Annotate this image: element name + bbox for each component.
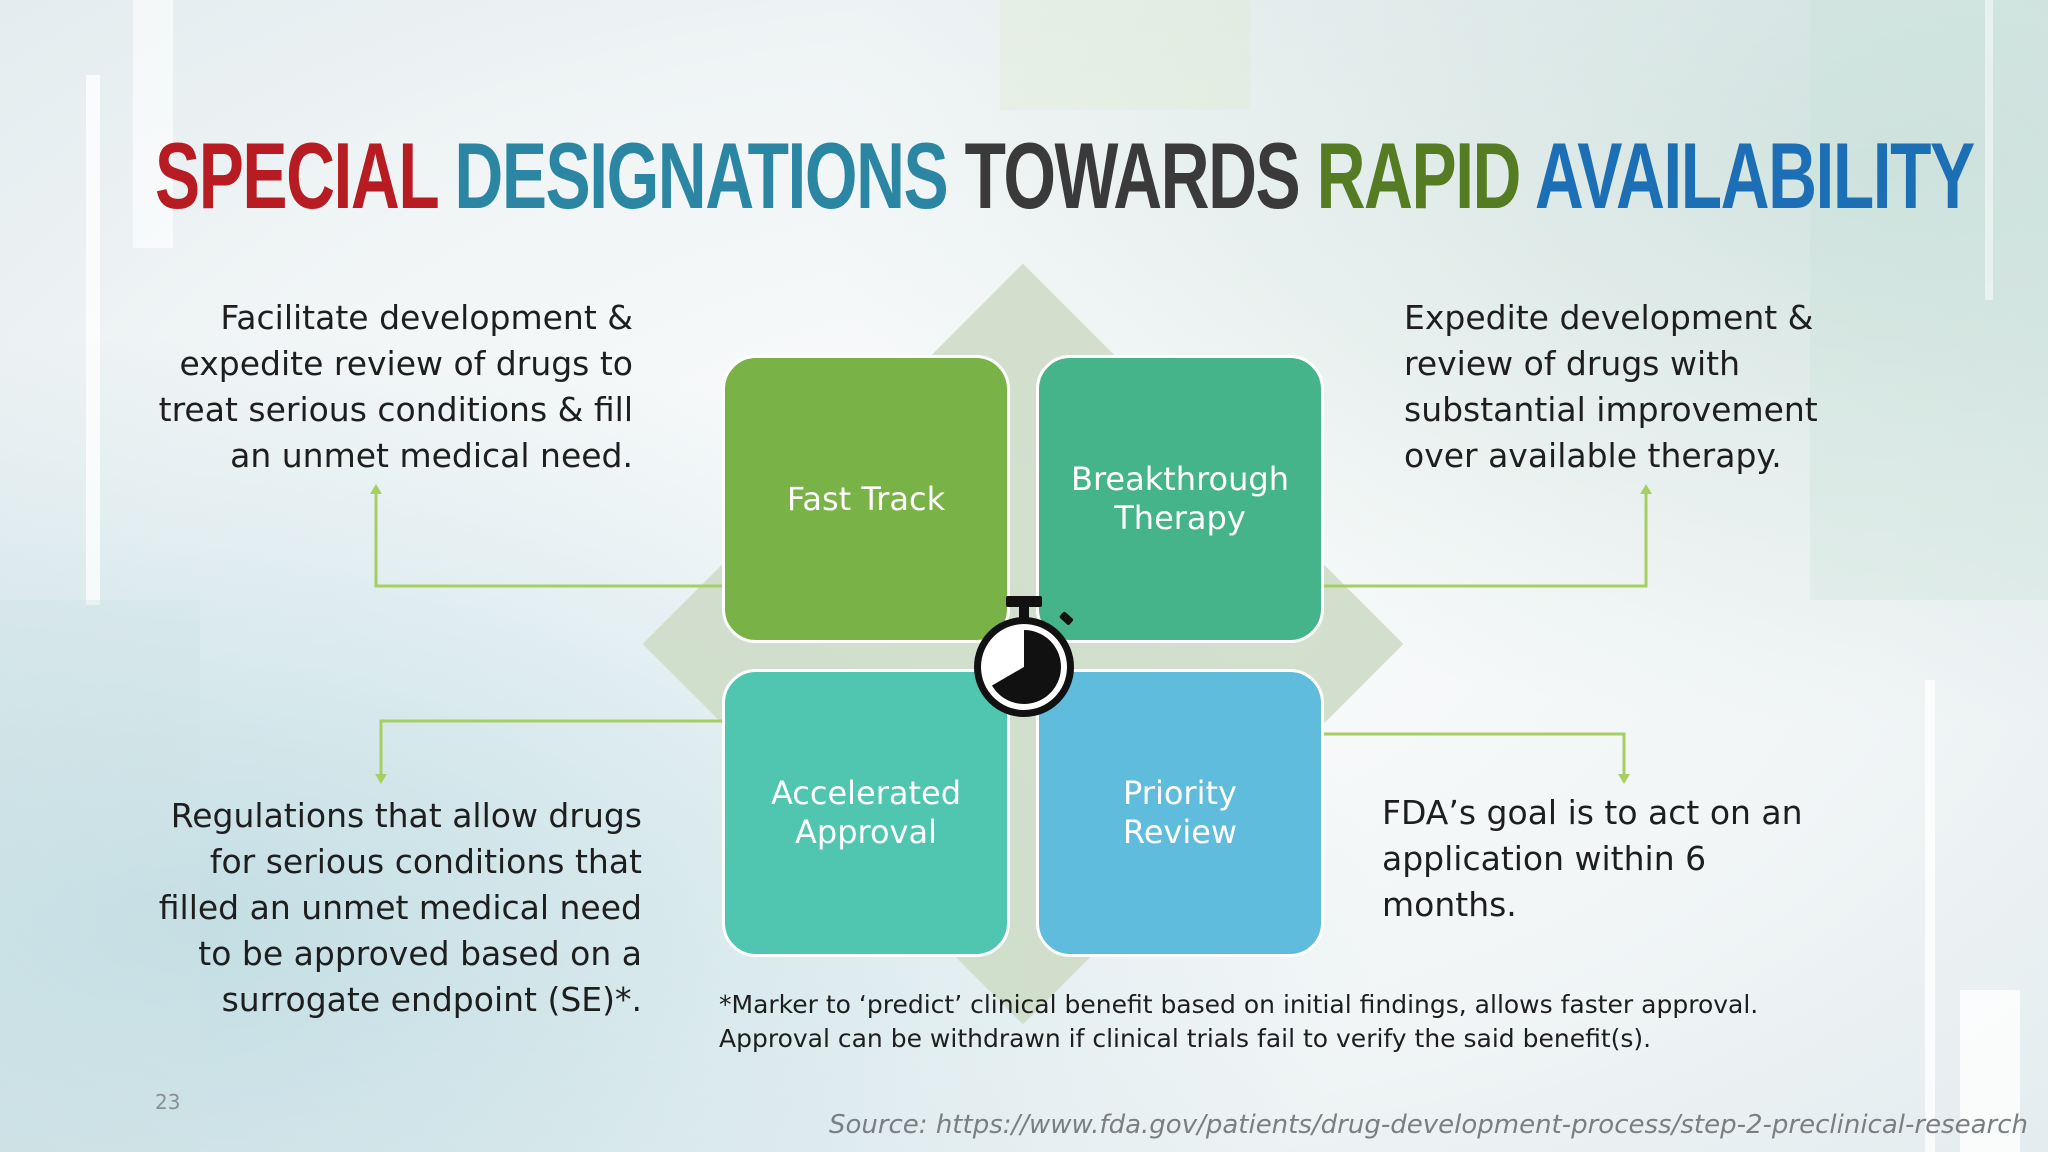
background-stripe: [1985, 0, 1993, 300]
background-stripe: [86, 75, 100, 605]
title-word-rapid: RAPID: [1316, 123, 1522, 228]
priority-review-tile: Priority Review: [1036, 669, 1324, 957]
title-word-towards: TOWARDS: [964, 123, 1301, 228]
title-word-designations: DESIGNATIONS: [454, 123, 948, 228]
stopwatch-icon: [974, 596, 1074, 717]
title-word-availability: AVAILABILITY: [1534, 123, 1975, 228]
priority-review-description: FDA’s goal is to act on an application w…: [1382, 793, 1803, 924]
accelerated-approval-tile: Accelerated Approval: [722, 669, 1010, 957]
connector-priority: [1324, 732, 1626, 776]
fast-track-description: Facilitate development & expedite review…: [158, 298, 633, 475]
breakthrough-therapy-tile: Breakthrough Therapy: [1036, 355, 1324, 643]
priority-review-label: Priority Review: [1122, 774, 1238, 851]
breakthrough-therapy-label: Breakthrough Therapy: [1071, 460, 1289, 537]
background-stripe: [1925, 680, 1935, 1152]
background-stripe: [1960, 990, 2020, 1152]
source-citation: Source: https://www.fda.gov/patients/dru…: [828, 1110, 2028, 1140]
accelerated-approval-description: Regulations that allow drugs for serious…: [158, 796, 642, 1019]
arrowhead-down: [1618, 774, 1630, 784]
surrogate-endpoint-footnote: *Marker to ‘predict’ clinical benefit ba…: [719, 990, 1759, 1053]
slide-title: SPECIAL DESIGNATIONS TOWARDS RAPID AVAIL…: [155, 120, 1975, 232]
background-stripe: [133, 0, 173, 248]
fast-track-tile: Fast Track: [722, 355, 1010, 643]
background-panel: [1810, 0, 2048, 600]
arrowhead-down: [375, 774, 387, 784]
arrowhead-up: [370, 484, 382, 494]
breakthrough-therapy-description: Expedite development & review of drugs w…: [1404, 298, 1818, 475]
connector-fast-track: [374, 492, 722, 588]
connector-breakthrough: [1324, 492, 1648, 588]
title-word-special: SPECIAL: [155, 123, 438, 228]
connector-accelerated: [379, 719, 722, 776]
page-number: 23: [155, 1090, 181, 1114]
background-panel: [1000, 0, 1250, 110]
accelerated-approval-label: Accelerated Approval: [770, 774, 962, 851]
fast-track-label: Fast Track: [786, 479, 946, 518]
background-panel: [0, 600, 200, 1152]
arrowhead-up: [1640, 484, 1652, 494]
